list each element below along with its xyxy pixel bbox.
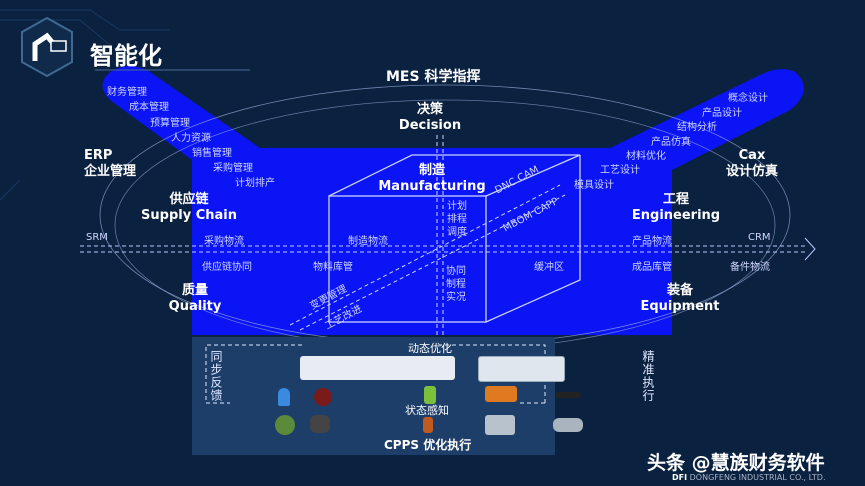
robot-arm-monitor-icon [20,16,74,78]
bus-icon [485,386,517,402]
page-title: 智能化 [90,42,162,70]
right-arm-item: 模具设计 [574,180,614,191]
left-arm-item: 成本管理 [129,102,169,113]
worker-icon [278,388,290,406]
motor-icon [310,415,330,433]
collab-line: 实况 [446,292,466,303]
state-sense-label: 状态感知 [405,404,449,417]
android-icon [424,386,436,404]
left-arm-item: 销售管理 [192,148,232,159]
operator-icon [275,415,295,435]
dynamic-opt-label: 动态优化 [408,342,452,355]
watermark: 头条 @慧族财务软件 [647,452,825,474]
cpps-label: CPPS 优化执行 [384,438,472,452]
engineering-zh: 工程 [662,192,689,207]
robot-icon [423,417,433,433]
right-arm-item: 结构分析 [677,122,717,133]
car-body-icon [553,418,583,432]
right-arm-item: 产品设计 [702,108,742,119]
flow-label: 物料库管 [313,262,353,273]
flow-label: 制造物流 [348,236,388,247]
decision-en: Decision [398,118,462,133]
flow-label: 采购物流 [204,236,244,247]
flow-label: 成品库管 [632,262,672,273]
precise-exec-label: 精准执行 [641,350,655,402]
company-logo: DFI [672,473,688,482]
crm-label: CRM [748,232,771,243]
engineering-en: Engineering [631,208,721,223]
car-icon [555,392,581,398]
mes-label: MES 科学指挥 [386,69,481,85]
supply-chain-en: Supply Chain [141,208,237,223]
decision-zh: 决策 [416,102,443,117]
plan-line: 调度 [447,227,467,238]
srm-label: SRM [86,232,108,243]
flow-label: 缓冲区 [534,262,564,273]
erp-zh: 企业管理 [84,164,137,179]
production-line-image [300,356,455,380]
left-arm-item: 计划排产 [235,178,275,189]
sync-feedback-label: 同步反馈 [209,350,223,402]
plan-label: 计划排程调度 [447,200,467,239]
left-arm-item: 财务管理 [107,87,147,98]
collab-line: 协同 [446,266,466,277]
collab-line: 制程 [446,279,466,290]
flow-label: 产品物流 [632,236,672,247]
right-arm-item: 材料优化 [626,151,666,162]
plan-line: 排程 [447,214,467,225]
cax-zh: 设计仿真 [725,164,778,179]
collab-label: 协同制程实况 [446,265,466,304]
manufacturing-zh: 制造 [418,163,445,178]
left-arm-item: 采购管理 [213,163,253,174]
supply-chain-zh: 供应链 [169,192,209,207]
flow-label: 备件物流 [730,262,770,273]
right-arm-item: 概念设计 [728,93,768,104]
blue-region [102,66,804,335]
left-arm-item: 人力资源 [171,133,211,144]
quality-en: Quality [168,299,222,314]
quality-zh: 质量 [181,283,208,298]
right-arm-item: 工艺设计 [600,165,640,176]
flow-label: 供应链协同 [202,262,252,273]
equipment-zh: 装备 [666,283,693,298]
manufacturing-en: Manufacturing [378,179,486,194]
company-footer: DFI DONGFENG INDUSTRIAL CO., LTD. [672,473,826,482]
plan-line: 计划 [447,201,467,212]
bus-frame-icon [485,415,515,435]
right-arm-item: 产品仿真 [651,137,691,148]
cax-en: Cax [738,148,766,163]
machine-icon [314,388,332,406]
equipment-en: Equipment [640,299,720,314]
assembly-line-image [478,356,565,382]
left-arm-item: 预算管理 [150,118,190,129]
erp-en: ERP [84,148,113,163]
company-name: DONGFENG INDUSTRIAL CO., LTD. [689,473,826,482]
